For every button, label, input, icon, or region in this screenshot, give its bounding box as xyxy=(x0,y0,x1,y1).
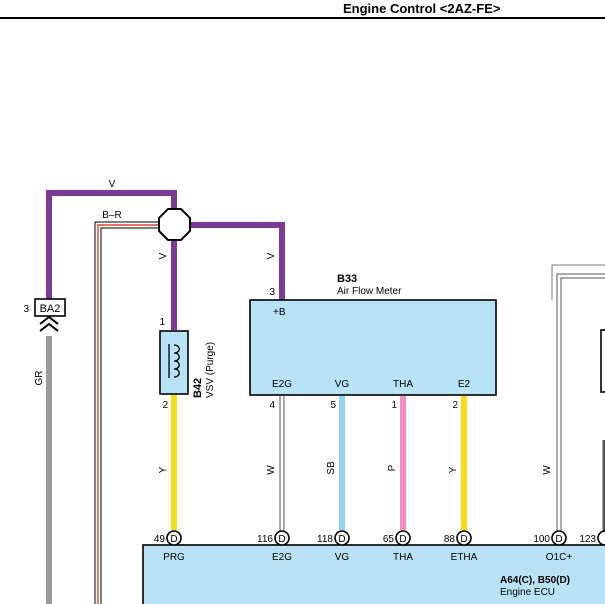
vsv-code: B42 xyxy=(192,378,204,398)
ecu-pin-circle xyxy=(274,530,290,546)
afm-pin-e2: 2 xyxy=(452,400,458,411)
ecu-codes: A64(C), B50(D) xyxy=(500,575,570,586)
ecu-pin-number: 65 xyxy=(383,534,395,545)
ecu-pin-extra-6: 123 xyxy=(579,530,605,546)
vsv-pin-bottom: 2 xyxy=(162,400,168,411)
ecu-pin-number: 88 xyxy=(444,534,456,545)
ecu-pin-connector: D xyxy=(170,534,177,545)
ecu-pin-circle xyxy=(551,530,567,546)
connector-ba2 xyxy=(34,298,66,317)
ecu-pin-number: 49 xyxy=(154,534,166,545)
ecu-pin-connector: D xyxy=(460,534,467,545)
wire-label-vsv-y: Y xyxy=(158,466,169,473)
afm-code: B33 xyxy=(337,273,357,285)
ecu-pin-label: THA xyxy=(393,552,413,563)
afm-terminal-vg: VG xyxy=(335,379,350,390)
ecu-pin-label: ETHA xyxy=(451,552,478,563)
ecu-pin-circle xyxy=(166,530,182,546)
ecu-pin-connector: D xyxy=(278,534,285,545)
connector-chevron-icon xyxy=(39,315,59,332)
wire-label-gr: GR xyxy=(34,371,45,386)
splice-point xyxy=(158,208,191,241)
ecu-name: Engine ECU xyxy=(500,587,555,598)
ecu-pin-connector: D xyxy=(338,534,345,545)
wire-label-left-v: V xyxy=(158,252,169,259)
afm-plus-b: +B xyxy=(273,307,286,318)
wire-label-vg-sb: SB xyxy=(326,461,337,475)
vsv-pin-top: 1 xyxy=(159,317,165,328)
afm-box xyxy=(249,299,497,396)
partial-component xyxy=(600,329,605,393)
afm-pin-top: 3 xyxy=(269,287,275,298)
ecu-box xyxy=(142,544,605,604)
ecu-pin-number: 123 xyxy=(579,534,596,545)
ecu-pin-number: 118 xyxy=(317,534,333,545)
ecu-pin-label: VG xyxy=(335,552,350,563)
v-wire-top xyxy=(46,190,177,305)
afm-pin-e2g: 4 xyxy=(269,400,275,411)
ecu-pin-circle xyxy=(597,530,605,546)
wire-label-o1c-w: W xyxy=(542,465,553,475)
ecu-pin-connector: D xyxy=(555,534,562,545)
wire-label-br: B–R xyxy=(102,210,121,221)
afm-pin-tha: 1 xyxy=(391,400,397,411)
vsv-body xyxy=(159,330,189,395)
afm-terminal-e2g: E2G xyxy=(272,379,292,390)
wire-label-e2g-w: W xyxy=(266,465,277,475)
ecu-pin-number: 100 xyxy=(533,534,550,545)
afm-pin-vg: 5 xyxy=(330,400,336,411)
ecu-pin-circle xyxy=(456,530,472,546)
vsv-name: VSV (Purge) xyxy=(205,342,216,398)
v-wire-right xyxy=(189,222,285,300)
page-title: Engine Control <2AZ-FE> xyxy=(343,1,501,16)
ecu-pin-connector: D xyxy=(399,534,406,545)
ecu-pin-label: E2G xyxy=(272,552,292,563)
ecu-pin-label: O1C+ xyxy=(546,552,573,563)
ecu-pin-circle xyxy=(395,530,411,546)
ba2-pin: 3 xyxy=(23,304,29,315)
wire-label-e2-y: Y xyxy=(448,466,459,473)
ba2-label: BA2 xyxy=(40,303,61,315)
wire-label-top-v: V xyxy=(109,179,116,190)
ecu-pin-circle xyxy=(334,530,350,546)
afm-terminal-e2: E2 xyxy=(458,379,471,390)
header-rule xyxy=(0,17,605,19)
afm-name: Air Flow Meter xyxy=(337,286,402,297)
o1c-w-wire xyxy=(556,273,605,531)
wire-label-right-v: V xyxy=(266,252,277,259)
ecu-pin-number: 116 xyxy=(257,534,273,545)
br-wire xyxy=(94,221,162,604)
ecu-pin-label: PRG xyxy=(163,552,185,563)
coil-icon xyxy=(173,344,180,378)
wire-label-tha-p: P xyxy=(387,464,398,471)
afm-terminal-tha: THA xyxy=(393,379,413,390)
o1c-outer-wire xyxy=(551,264,605,300)
